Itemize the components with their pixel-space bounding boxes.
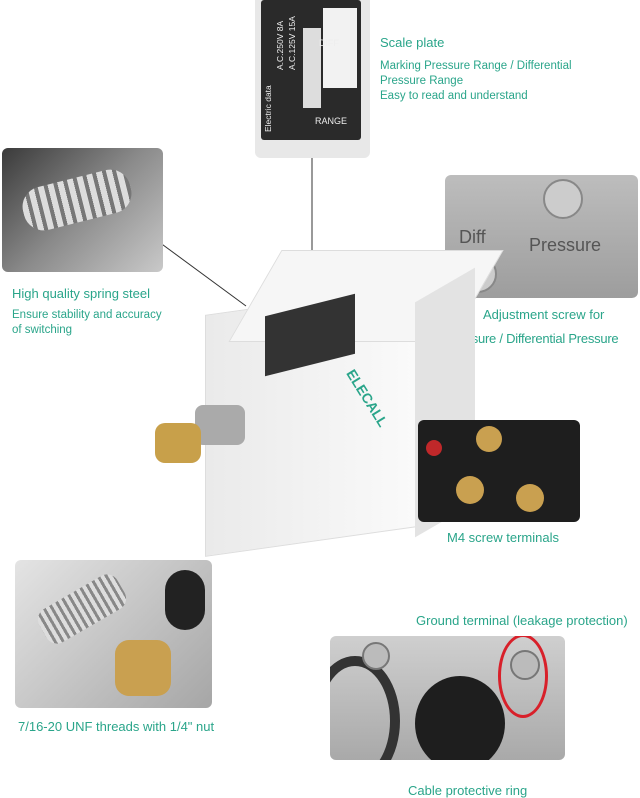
range-label: RANGE bbox=[315, 116, 348, 126]
screw-icon bbox=[543, 179, 583, 219]
diff-label: DIFF bbox=[319, 38, 339, 48]
rating-250v-label: A.C.250V 8A bbox=[275, 20, 285, 70]
spring-line-2: of switching bbox=[12, 324, 73, 336]
scale-plate-title: Scale plate bbox=[380, 35, 445, 50]
adjustment-line-2: Pressure / Differential Pressure bbox=[446, 331, 619, 346]
electric-data-label: Electric data bbox=[263, 85, 273, 132]
threads-photo bbox=[15, 560, 212, 708]
scale-plate-line-3: Easy to read and understand bbox=[380, 90, 528, 102]
spring-photo bbox=[2, 148, 163, 272]
scale-plate: Electric data A.C.250V 8A A.C.125V 15A R… bbox=[261, 0, 361, 140]
highlight-ellipse bbox=[498, 636, 548, 718]
terminals-title: M4 screw terminals bbox=[447, 530, 559, 545]
diff-label: Diff bbox=[459, 227, 486, 247]
ground-title: Ground terminal (leakage protection) bbox=[416, 613, 628, 628]
cable-title: Cable protective ring bbox=[408, 783, 528, 798]
spring-line-1: Ensure stability and accuracy bbox=[12, 309, 162, 321]
cable-ring-photo bbox=[330, 636, 565, 760]
spring-title: High quality spring steel bbox=[12, 286, 151, 301]
cable-ring bbox=[415, 676, 505, 760]
screw-icon bbox=[362, 642, 390, 670]
terminals-photo bbox=[418, 420, 580, 522]
scale-plate-line-2: Pressure Range bbox=[380, 75, 464, 87]
scale-plate-photo: Electric data A.C.250V 8A A.C.125V 15A R… bbox=[255, 0, 370, 158]
threads-title: 7/16-20 UNF threads with 1/4" nut bbox=[18, 719, 215, 734]
brass-fitting bbox=[155, 395, 250, 465]
pressure-label: Pressure bbox=[529, 235, 602, 255]
adjustment-line-1: Adjustment screw for bbox=[483, 307, 605, 322]
rating-125v-label: A.C.125V 15A bbox=[287, 16, 297, 70]
scale-plate-line-1: Marking Pressure Range / Differential bbox=[380, 60, 572, 72]
